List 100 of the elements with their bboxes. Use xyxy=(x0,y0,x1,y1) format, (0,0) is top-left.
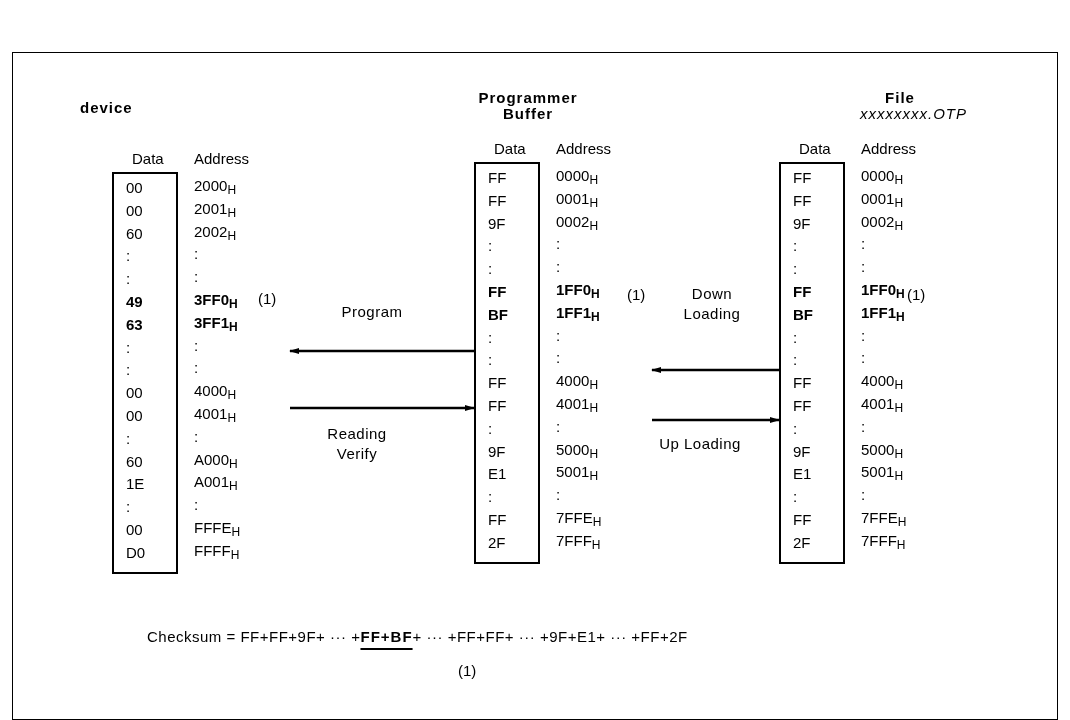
edge-label: Program xyxy=(340,302,404,322)
address-value: 2002$_{H}$ xyxy=(194,222,237,241)
data-value: FF xyxy=(793,511,812,529)
data-value: 9F xyxy=(793,214,811,233)
data-value: : xyxy=(488,328,493,347)
address-value: 7FFF$_{H}$ xyxy=(556,531,601,550)
address-value: : xyxy=(556,326,561,345)
address-value: : xyxy=(194,336,199,355)
data-value: 49 xyxy=(126,293,143,311)
data-value: : xyxy=(793,351,798,370)
footnote-mark: (1) xyxy=(258,290,277,308)
data-value: 00 xyxy=(126,201,143,220)
address-value: : xyxy=(861,235,866,254)
data-value: 2F xyxy=(488,533,506,552)
address-value: 0001$_{H}$ xyxy=(861,189,904,208)
address-value: 1FF0$_{H}$ xyxy=(861,281,905,299)
data-value: 00 xyxy=(126,179,143,197)
address-value: 7FFE$_{H}$ xyxy=(861,509,907,527)
address-value: : xyxy=(861,258,866,277)
footnote-mark: (1) xyxy=(907,286,926,304)
data-value: FF xyxy=(488,191,507,210)
data-value: FF xyxy=(488,374,507,393)
address-value: : xyxy=(194,359,199,378)
data-value: : xyxy=(793,488,798,507)
address-value: A000$_{H}$ xyxy=(194,450,238,469)
data-value: 60 xyxy=(126,224,143,243)
data-value: FF xyxy=(793,374,812,393)
data-value: : xyxy=(488,351,493,370)
address-value: : xyxy=(556,349,561,368)
footnote-mark: (1) xyxy=(458,662,477,680)
data-value: 9F xyxy=(488,442,506,461)
address-value: 1FF1$_{H}$ xyxy=(556,303,600,322)
address-value: : xyxy=(861,417,866,436)
address-value: A001$_{H}$ xyxy=(194,473,238,492)
address-value: 5001$_{H}$ xyxy=(556,463,599,482)
address-value: 2001$_{H}$ xyxy=(194,199,237,218)
column-header: Data xyxy=(494,140,526,158)
data-value: : xyxy=(126,270,131,289)
data-value: : xyxy=(126,361,131,380)
data-value: : xyxy=(126,338,131,357)
address-value: : xyxy=(194,427,199,446)
data-value: 63 xyxy=(126,315,143,334)
address-value: : xyxy=(556,235,561,254)
data-value: FF xyxy=(793,191,812,210)
column-header: Address xyxy=(556,140,612,158)
data-value: E1 xyxy=(793,465,812,484)
arrow xyxy=(290,405,475,411)
data-value: FF xyxy=(488,169,507,187)
data-value: : xyxy=(488,419,493,438)
data-value: 00 xyxy=(126,384,143,403)
address-value: : xyxy=(861,349,866,368)
data-value: : xyxy=(793,237,798,256)
data-value: 9F xyxy=(793,442,811,461)
edge-label: Reading Verify xyxy=(326,424,388,464)
address-value: : xyxy=(556,417,561,436)
data-value: : xyxy=(126,429,131,448)
data-value: FF xyxy=(488,397,507,415)
data-value: FF xyxy=(793,283,812,301)
arrow xyxy=(652,417,780,423)
address-value: 4001$_{H}$ xyxy=(556,395,599,413)
data-value: 60 xyxy=(126,452,143,471)
section-title: File xyxy=(884,90,916,106)
data-value: FF xyxy=(488,283,507,301)
address-value: 1FF0$_{H}$ xyxy=(556,281,600,299)
address-value: 0000$_{H}$ xyxy=(556,167,599,185)
data-value: : xyxy=(488,488,493,507)
data-value: BF xyxy=(793,305,813,324)
arrow xyxy=(289,348,474,354)
column-header: Data xyxy=(132,150,164,168)
data-value: D0 xyxy=(126,543,146,562)
address-value: 7FFF$_{H}$ xyxy=(861,531,906,550)
address-value: 0002$_{H}$ xyxy=(556,212,599,231)
checksum-formula: Checksum = FF+FF+9F+ ··· +FF+BF+ ··· +FF+FF+ ··· +9F+E1+ ··· +FF+2F xyxy=(147,628,688,646)
arrow xyxy=(651,367,779,373)
data-value: 2F xyxy=(793,533,811,552)
address-value: 0002$_{H}$ xyxy=(861,212,904,231)
address-value: 5001$_{H}$ xyxy=(861,463,904,482)
address-value: 2000$_{H}$ xyxy=(194,177,237,195)
address-value: FFFF$_{H}$ xyxy=(194,541,240,560)
column-header: Data xyxy=(799,140,831,158)
address-value: : xyxy=(861,486,866,505)
data-value: : xyxy=(126,247,131,266)
address-value: 4000$_{H}$ xyxy=(194,382,237,401)
address-value: : xyxy=(194,245,199,264)
file-name: xxxxxxxx.OTP xyxy=(860,106,967,122)
address-value: 3FF0$_{H}$ xyxy=(194,291,238,309)
address-value: : xyxy=(194,268,199,287)
data-value: : xyxy=(488,237,493,256)
data-value: FF xyxy=(793,397,812,415)
address-value: : xyxy=(861,326,866,345)
address-value: 5000$_{H}$ xyxy=(556,440,599,459)
data-value: 9F xyxy=(488,214,506,233)
data-value: : xyxy=(793,419,798,438)
data-value: BF xyxy=(488,305,508,324)
address-value: 0000$_{H}$ xyxy=(861,167,904,185)
data-value: 00 xyxy=(126,521,143,539)
address-value: 1FF1$_{H}$ xyxy=(861,303,905,322)
column-header: Address xyxy=(194,150,250,168)
data-value: 1E xyxy=(126,475,145,494)
data-value: FF xyxy=(488,511,507,529)
